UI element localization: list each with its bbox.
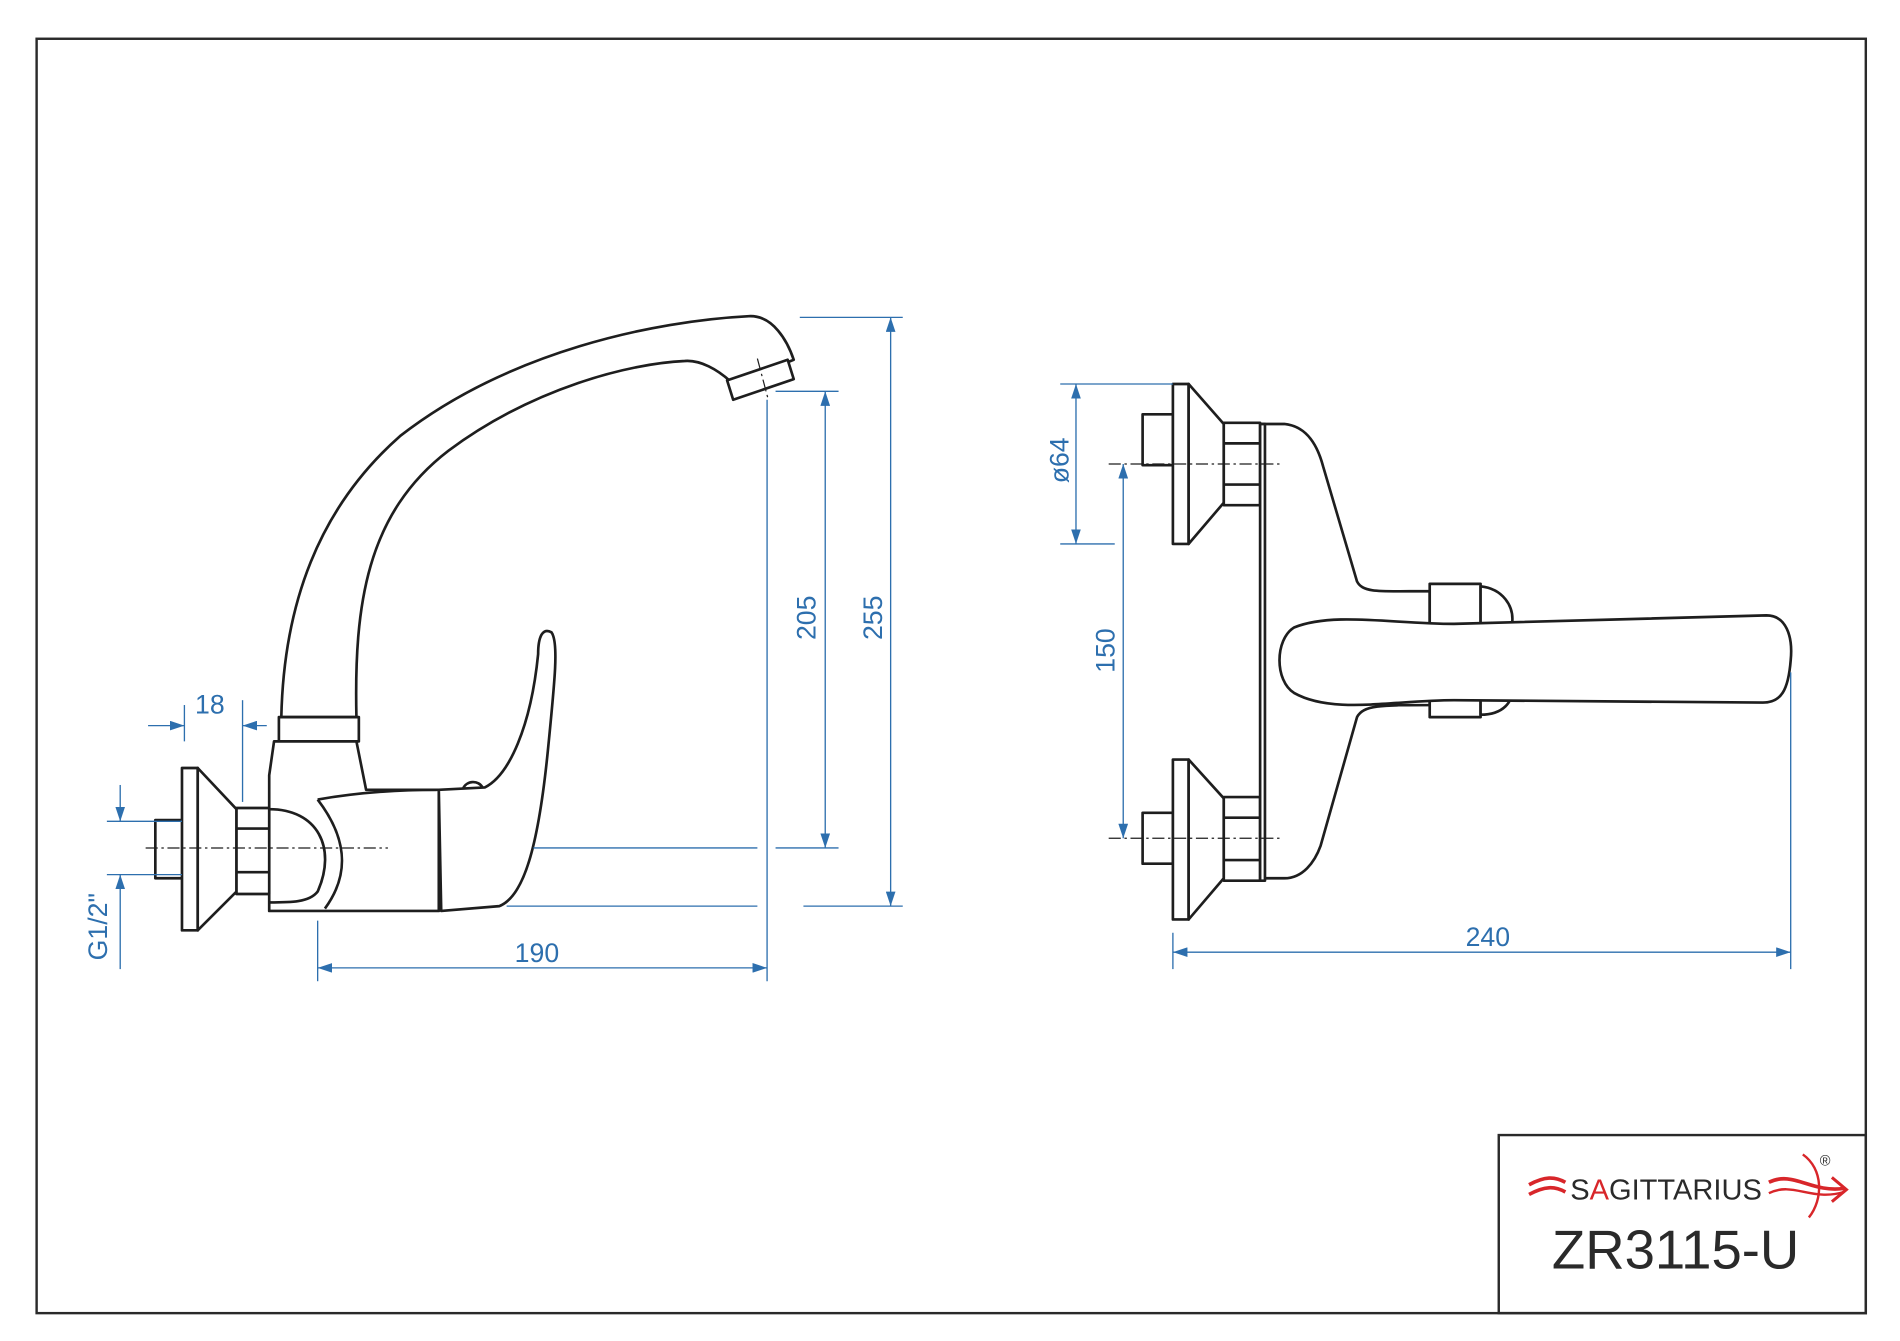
- inlet-pipe: [154, 818, 185, 880]
- inlet-pipe-top: [1141, 412, 1175, 467]
- aerator: [725, 358, 796, 402]
- dimension-thread: G1/2": [83, 784, 182, 970]
- product-code: ZR3115-U: [1552, 1219, 1799, 1280]
- svg-text:205: 205: [792, 596, 822, 640]
- eccentric-nut: [235, 806, 271, 896]
- lever-top: [1278, 614, 1793, 707]
- flange-bottom: [1171, 758, 1190, 921]
- registered-mark: ®: [1820, 1153, 1831, 1169]
- mixer-body: [267, 740, 441, 913]
- spout: [279, 314, 796, 719]
- brand-logo: SAGITTARIUS ®: [1528, 1153, 1849, 1219]
- svg-text:G1/2": G1/2": [83, 893, 113, 960]
- brand-name: SAGITTARIUS: [1570, 1174, 1762, 1206]
- dimension-center-distance: 150: [1091, 463, 1129, 839]
- svg-text:18: 18: [195, 690, 225, 720]
- svg-text:255: 255: [858, 596, 888, 640]
- dimension-flange-diameter: ø64: [1045, 383, 1173, 545]
- svg-text:190: 190: [515, 938, 559, 968]
- title-block: SAGITTARIUS ® ZR3115-U: [1497, 1133, 1868, 1315]
- svg-text:240: 240: [1466, 922, 1510, 952]
- lever-handle: [437, 629, 557, 913]
- side-view: 18 G1/2" 190 205: [83, 314, 903, 982]
- wall-flange: [180, 766, 200, 932]
- dimension-reach: 190: [316, 399, 768, 982]
- svg-text:150: 150: [1091, 628, 1121, 672]
- dimension-total-depth: 240: [1172, 672, 1792, 970]
- front-view: ø64 150 240: [1045, 382, 1793, 970]
- dimension-total-height: 255: [506, 316, 903, 907]
- svg-text:ø64: ø64: [1045, 437, 1075, 483]
- drawing-frame: [35, 37, 1868, 1315]
- dimension-spout-clearance: 205: [533, 390, 839, 849]
- dimension-flange-depth: 18: [148, 690, 267, 802]
- spout-collar: [277, 715, 361, 743]
